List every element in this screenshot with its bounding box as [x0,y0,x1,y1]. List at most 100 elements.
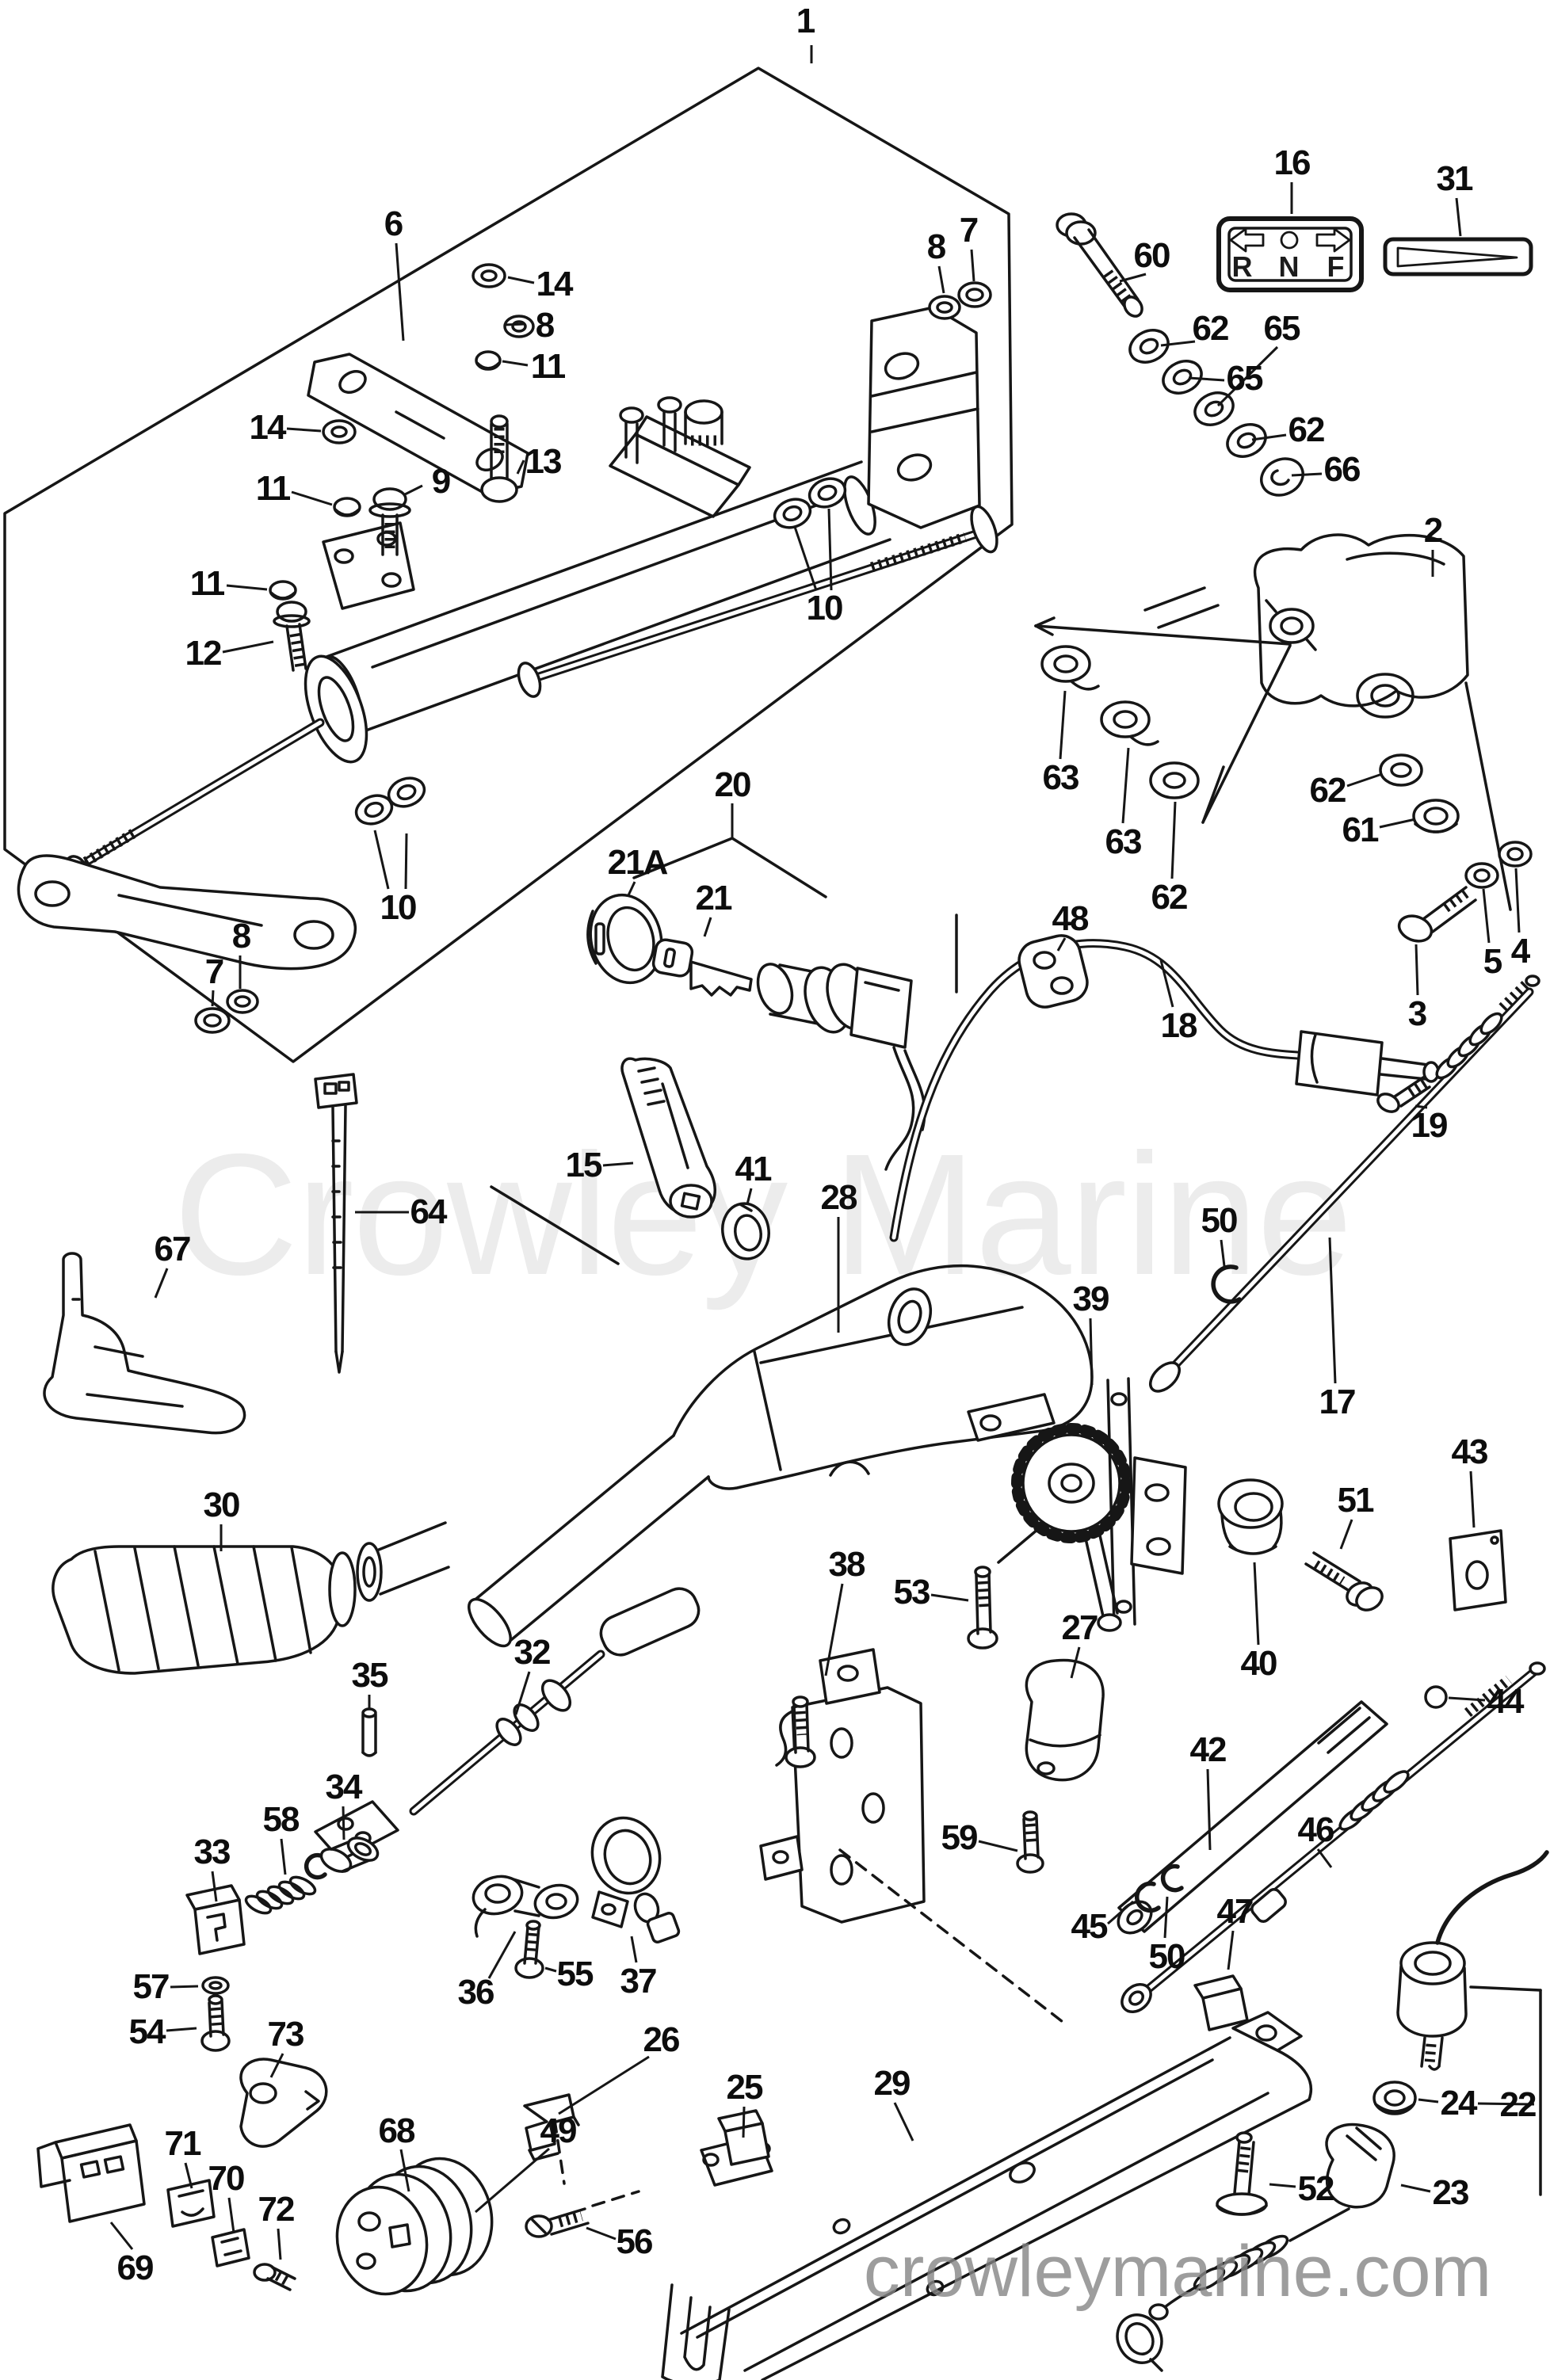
part-callout-62[interactable]: 62 [1309,771,1347,810]
part-callout-68[interactable]: 68 [378,2111,416,2150]
part-callout-32[interactable]: 32 [513,1633,552,1672]
part-callout-25[interactable]: 25 [726,2068,764,2107]
part-callout-63[interactable]: 63 [1042,758,1080,797]
part-callout-51[interactable]: 51 [1337,1481,1375,1520]
part-callout-20[interactable]: 20 [714,765,752,804]
part-callout-3[interactable]: 3 [1407,994,1428,1033]
part-callout-2[interactable]: 2 [1423,511,1444,550]
part-callout-4[interactable]: 4 [1510,932,1531,971]
part-callout-57[interactable]: 57 [132,1967,170,2006]
part-callout-5[interactable]: 5 [1483,942,1503,981]
part-callout-72[interactable]: 72 [258,2190,296,2229]
part-callout-26[interactable]: 26 [643,2020,681,2059]
part-callout-45[interactable]: 45 [1071,1907,1109,1946]
part-callout-39[interactable]: 39 [1072,1280,1110,1318]
part-callout-63[interactable]: 63 [1105,822,1143,861]
part-callout-10[interactable]: 10 [806,589,844,627]
part-callout-19[interactable]: 19 [1411,1106,1449,1145]
part-callout-53[interactable]: 53 [893,1573,931,1611]
leader-line [970,249,975,282]
part-callout-11[interactable]: 11 [530,347,566,386]
part-callout-8[interactable]: 8 [231,917,252,955]
part-callout-33[interactable]: 33 [193,1833,231,1871]
part-callout-16[interactable]: 16 [1273,143,1311,182]
part-callout-50[interactable]: 50 [1148,1937,1186,1976]
part-callout-73[interactable]: 73 [267,2015,305,2054]
part-callout-71[interactable]: 71 [164,2124,202,2163]
part-callout-56[interactable]: 56 [616,2222,654,2261]
part-callout-12[interactable]: 12 [185,634,223,673]
part-callout-28[interactable]: 28 [820,1178,858,1217]
part-callout-60[interactable]: 60 [1133,236,1171,275]
part-callout-65[interactable]: 65 [1263,309,1301,348]
part-callout-62[interactable]: 62 [1288,410,1326,449]
part-callout-23[interactable]: 23 [1432,2173,1470,2212]
part-callout-15[interactable]: 15 [565,1146,603,1184]
leader-line [1216,345,1279,407]
part-callout-37[interactable]: 37 [620,1962,658,2000]
leader-line [930,1593,969,1602]
part-callout-62[interactable]: 62 [1151,878,1189,917]
part-callout-10[interactable]: 10 [380,888,418,927]
leader-line [893,2102,914,2142]
part-callout-54[interactable]: 54 [128,2012,166,2051]
part-callout-31[interactable]: 31 [1436,159,1474,198]
throttle-gear-assembly [967,1377,1187,1632]
part-callout-8[interactable]: 8 [926,227,947,266]
part-callout-21A[interactable]: 21A [607,843,669,882]
part-callout-50[interactable]: 50 [1201,1201,1239,1240]
assembly-axis-dashed-line [838,1848,1067,2026]
part-callout-36[interactable]: 36 [457,1973,495,2012]
shift-letter-r: R [1232,250,1254,283]
part-callout-21[interactable]: 21 [695,879,733,917]
part-callout-22[interactable]: 22 [1499,2085,1537,2124]
part-callout-47[interactable]: 47 [1216,1892,1254,1931]
part-callout-11[interactable]: 11 [255,469,291,508]
part-callout-59[interactable]: 59 [941,1818,979,1857]
shift-indicator-plate: R N F [1216,216,1364,292]
part-callout-49[interactable]: 49 [540,2111,578,2150]
part-callout-41[interactable]: 41 [735,1150,773,1188]
part-callout-13[interactable]: 13 [525,442,563,481]
part-callout-30[interactable]: 30 [203,1486,241,1524]
part-callout-69[interactable]: 69 [116,2248,155,2287]
part-callout-52[interactable]: 52 [1297,2169,1335,2208]
leader-line [742,2106,746,2138]
part-callout-14[interactable]: 14 [249,408,287,447]
part-callout-14[interactable]: 14 [536,265,574,303]
part-callout-70[interactable]: 70 [208,2159,246,2198]
part-callout-62[interactable]: 62 [1192,309,1230,348]
part-callout-8[interactable]: 8 [535,306,555,345]
part-callout-44[interactable]: 44 [1487,1682,1525,1721]
leader-line [1414,944,1419,996]
part-callout-35[interactable]: 35 [351,1656,389,1695]
part-callout-17[interactable]: 17 [1319,1383,1357,1421]
part-callout-67[interactable]: 67 [154,1230,192,1268]
part-callout-58[interactable]: 58 [262,1800,300,1839]
part-callout-11[interactable]: 11 [189,564,225,603]
part-callout-43[interactable]: 43 [1451,1432,1489,1471]
part-callout-64[interactable]: 64 [410,1192,448,1231]
part-callout-6[interactable]: 6 [384,204,404,243]
part-callout-1[interactable]: 1 [796,2,816,40]
part-callout-55[interactable]: 55 [556,1955,594,1993]
part-callout-38[interactable]: 38 [828,1545,866,1584]
part-callout-27[interactable]: 27 [1061,1608,1099,1647]
part-callout-66[interactable]: 66 [1323,450,1361,489]
pan-screw [1304,1551,1384,1611]
part-callout-7[interactable]: 7 [959,211,979,250]
part-callout-7[interactable]: 7 [204,952,225,991]
part-callout-24[interactable]: 24 [1440,2084,1478,2123]
part-callout-65[interactable]: 65 [1226,359,1264,398]
part-callout-9[interactable]: 9 [431,462,452,501]
part-callout-46[interactable]: 46 [1297,1810,1335,1849]
leader-line [1253,1562,1260,1646]
part-callout-61[interactable]: 61 [1342,810,1380,849]
part-callout-18[interactable]: 18 [1160,1006,1198,1045]
part-callout-42[interactable]: 42 [1189,1730,1227,1769]
part-callout-48[interactable]: 48 [1052,899,1090,938]
part-callout-34[interactable]: 34 [325,1768,363,1806]
part-callout-29[interactable]: 29 [873,2064,911,2103]
lever-grommet [721,1202,770,1261]
part-callout-40[interactable]: 40 [1240,1644,1278,1683]
